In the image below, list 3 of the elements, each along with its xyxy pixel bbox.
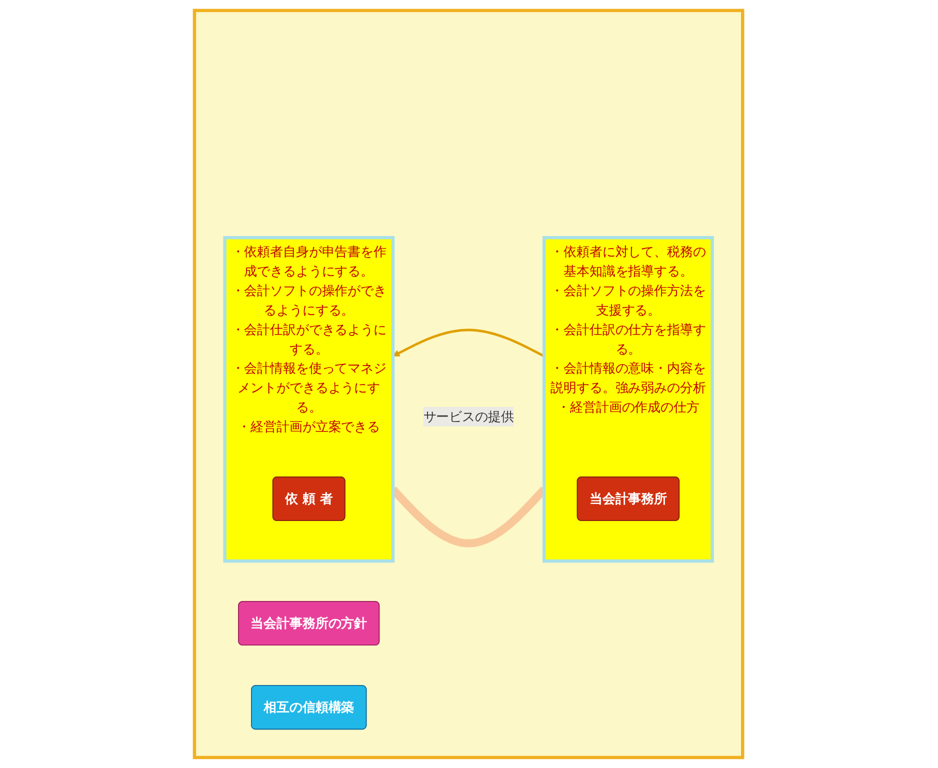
cluster xyxy=(193,8,745,760)
edge-label: サービスの提供 xyxy=(424,408,514,424)
arrow xyxy=(393,328,546,358)
